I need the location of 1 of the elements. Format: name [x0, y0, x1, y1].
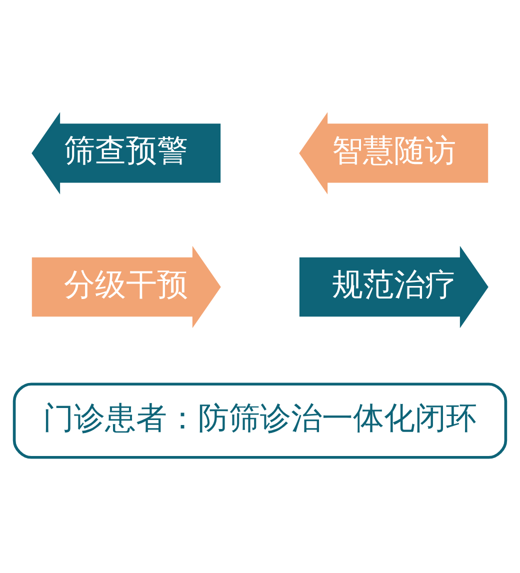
node-box: 门诊患者：防筛诊治一体化闭环	[12, 382, 508, 458]
